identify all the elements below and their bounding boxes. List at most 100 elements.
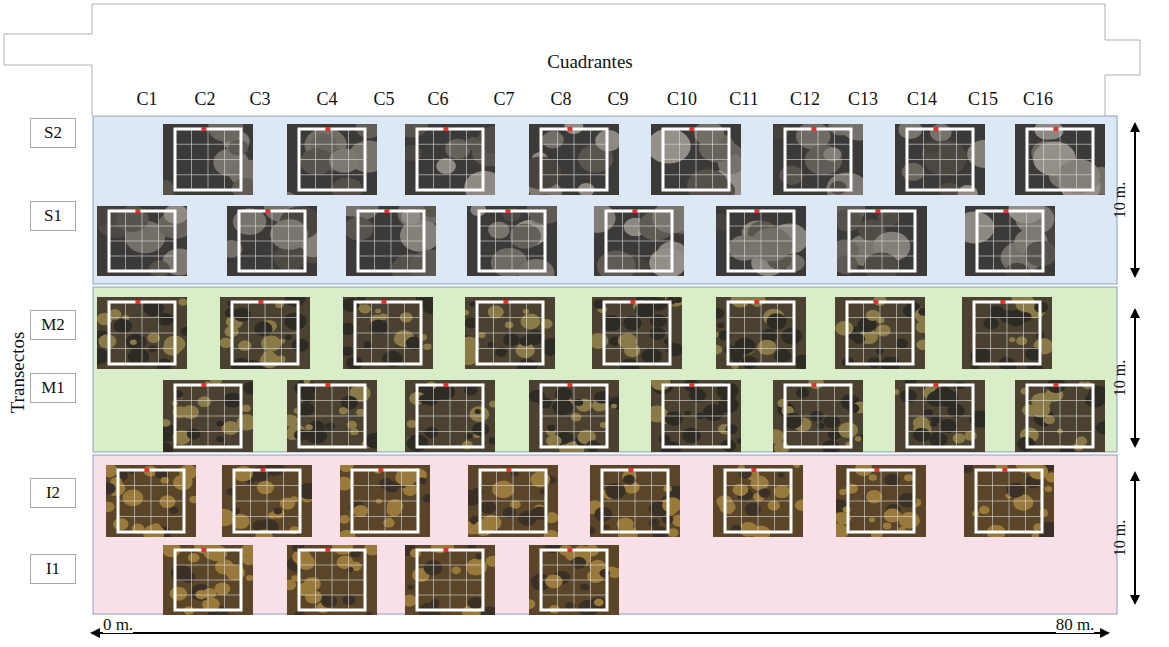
distance-label: 80 m. — [1056, 616, 1095, 633]
grid-line — [785, 159, 851, 160]
quadrat-photo — [713, 463, 810, 540]
transect-box: I1 — [30, 554, 76, 584]
quadrat-photo — [162, 537, 260, 622]
photo-ground — [227, 206, 317, 276]
stone — [407, 585, 413, 590]
stone — [510, 224, 541, 249]
stone — [964, 431, 976, 441]
stone — [586, 527, 596, 535]
stone — [101, 464, 118, 477]
grid-line — [401, 470, 402, 532]
stone — [620, 359, 639, 374]
stone — [611, 404, 617, 409]
quadrat-frame — [477, 302, 543, 364]
stone — [151, 523, 161, 531]
stone — [726, 424, 738, 434]
photo-ground — [837, 206, 927, 276]
stone — [953, 433, 966, 443]
grid-line — [358, 256, 424, 257]
stone — [983, 317, 998, 329]
grid-line — [663, 431, 729, 432]
quadrat-frame — [239, 211, 305, 271]
stone — [423, 344, 431, 351]
grid-line — [606, 256, 672, 257]
stone — [325, 422, 335, 430]
stone — [571, 557, 586, 569]
quadrat-frame — [480, 470, 546, 532]
grid-line — [655, 211, 656, 271]
stone — [126, 334, 146, 350]
frame-tag — [933, 383, 938, 387]
stone — [423, 302, 437, 313]
stone — [342, 347, 354, 356]
photo-ground — [716, 297, 806, 369]
stone — [270, 219, 308, 250]
stone — [749, 293, 766, 306]
grid-line — [224, 550, 225, 610]
grid-line — [907, 431, 973, 432]
stone — [1015, 296, 1035, 312]
grid-line — [651, 470, 652, 532]
quadrat-photo — [467, 194, 564, 288]
photo-ground — [594, 206, 684, 276]
grid-line — [1027, 159, 1093, 160]
quadrat-frame — [352, 470, 418, 532]
stone — [864, 253, 899, 281]
stone — [1085, 392, 1105, 408]
transect-box: S2 — [30, 118, 76, 148]
grid-line — [118, 501, 184, 502]
stone — [305, 424, 312, 430]
photo-ground — [220, 297, 310, 369]
stone — [816, 423, 824, 429]
photo-ground — [222, 465, 312, 537]
frame-tag — [443, 383, 448, 387]
stone — [234, 466, 253, 481]
quadrat-photo — [586, 465, 687, 542]
quadrat-photo — [151, 114, 263, 199]
quadrat-photo — [588, 290, 686, 374]
stone — [284, 312, 306, 330]
stone — [580, 583, 589, 590]
grid-line — [956, 129, 957, 190]
grid-line — [907, 159, 973, 160]
stone — [161, 419, 171, 427]
quadrat-frame — [541, 385, 607, 447]
quadrat-label: C8 — [550, 90, 571, 108]
stone — [759, 488, 771, 497]
stone — [336, 477, 353, 491]
grid-line — [477, 333, 543, 334]
stone — [672, 515, 687, 527]
stone — [402, 595, 417, 607]
stone — [835, 321, 853, 336]
stone — [486, 556, 500, 567]
quadrat-frame — [299, 385, 365, 447]
grid-line — [1023, 302, 1024, 364]
stone — [283, 580, 296, 591]
stone — [489, 437, 498, 444]
stone — [518, 259, 554, 288]
grid-line — [728, 256, 794, 257]
stone — [884, 509, 901, 523]
supralittoral-band — [93, 116, 1117, 284]
grid-line — [175, 416, 241, 417]
grid-line — [602, 516, 668, 517]
grid-line — [1027, 174, 1093, 175]
quadrat-frame — [417, 385, 483, 447]
frame-tag — [443, 548, 448, 552]
grid-line — [466, 385, 467, 447]
quadrat-label: C3 — [249, 90, 270, 108]
stone — [795, 499, 810, 511]
quadrat-label: C4 — [316, 90, 337, 108]
stone — [365, 433, 385, 449]
frame-tag — [378, 468, 383, 472]
stone — [703, 404, 724, 421]
frame-tag — [811, 383, 816, 387]
photo-ground — [467, 206, 557, 276]
photo-ground — [346, 206, 436, 276]
photo-ground — [773, 124, 863, 195]
stone — [866, 310, 880, 321]
photo-ground — [163, 124, 253, 195]
quadrat-label: C12 — [790, 90, 820, 108]
stone — [242, 553, 257, 565]
photo-ground — [529, 124, 619, 195]
